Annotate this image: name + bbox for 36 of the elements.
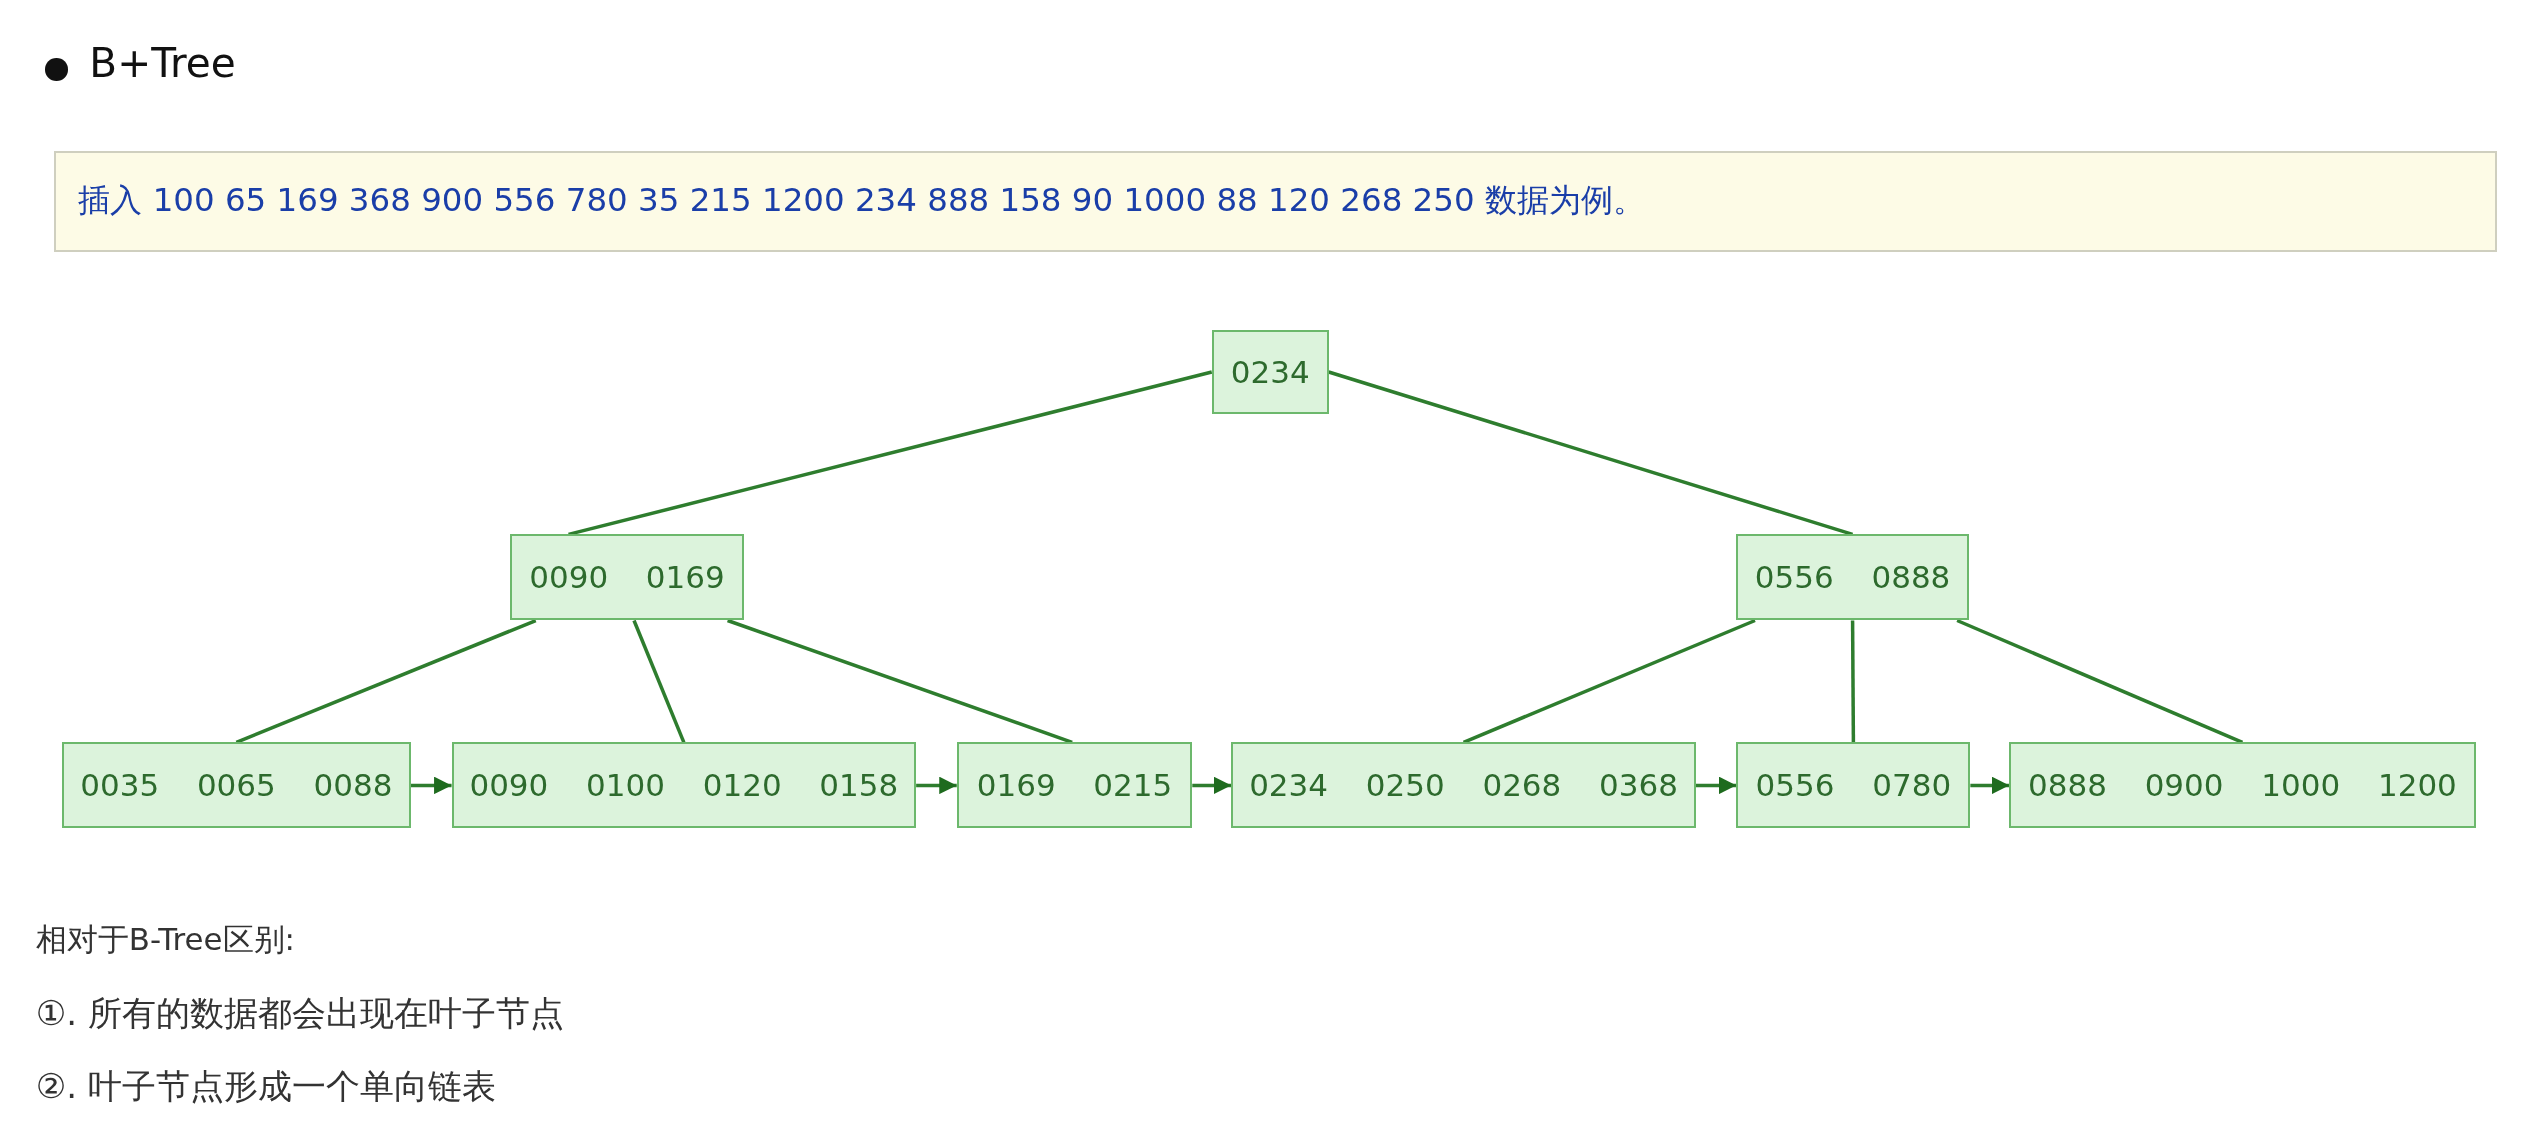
arrow xyxy=(1695,776,1737,795)
connector-line xyxy=(1850,620,1856,743)
tree-node-box xyxy=(956,742,1193,829)
tree-node-box xyxy=(451,742,917,829)
connector-line xyxy=(1462,618,1756,744)
tree-node-box xyxy=(1231,742,1696,829)
tree-node-box xyxy=(1211,329,1329,415)
node-keys: 0556 0780 xyxy=(1755,767,1952,804)
tree-node-box xyxy=(61,742,411,829)
arrow xyxy=(1192,776,1232,795)
node-keys: 0090 0169 xyxy=(529,559,725,596)
connector-line xyxy=(1956,618,2244,744)
tree-node-box xyxy=(1736,534,1969,621)
node-keys: 0888 0900 1000 1200 xyxy=(2028,767,2457,804)
connector-line xyxy=(632,619,686,743)
node-keys: 0556 0888 xyxy=(1754,559,1951,596)
node-keys: 0234 0250 0268 0368 xyxy=(1249,767,1678,804)
node-keys: 0090 0100 0120 0158 xyxy=(469,767,899,804)
tree-node-box xyxy=(1736,742,1971,829)
connector-line xyxy=(235,618,537,744)
note-text: ②. 叶子节点形成一个单向链表 xyxy=(35,1064,496,1108)
note-text: 相对于B-Tree区别: xyxy=(35,920,295,960)
arrow xyxy=(1970,776,2010,795)
note-text: ①. 所有的数据都会出现在叶子节点 xyxy=(35,991,564,1035)
arrow xyxy=(410,776,452,795)
heading: B+Tree xyxy=(89,39,236,87)
tree-node-box xyxy=(510,534,744,621)
connector-line xyxy=(568,370,1213,537)
arrow xyxy=(916,776,957,795)
node-keys: 0234 xyxy=(1230,353,1310,390)
tree-node-box xyxy=(2009,742,2476,829)
connector-line xyxy=(727,618,1073,744)
connector-line xyxy=(1328,370,1854,537)
node-keys: 0169 0215 xyxy=(976,767,1173,804)
node-keys: 0035 0065 0088 xyxy=(80,767,393,804)
note-box: 插入 100 65 169 368 900 556 780 35 215 1200 234 888 158 90 1000 88 120 268 250 数据为例。 xyxy=(53,151,2497,252)
